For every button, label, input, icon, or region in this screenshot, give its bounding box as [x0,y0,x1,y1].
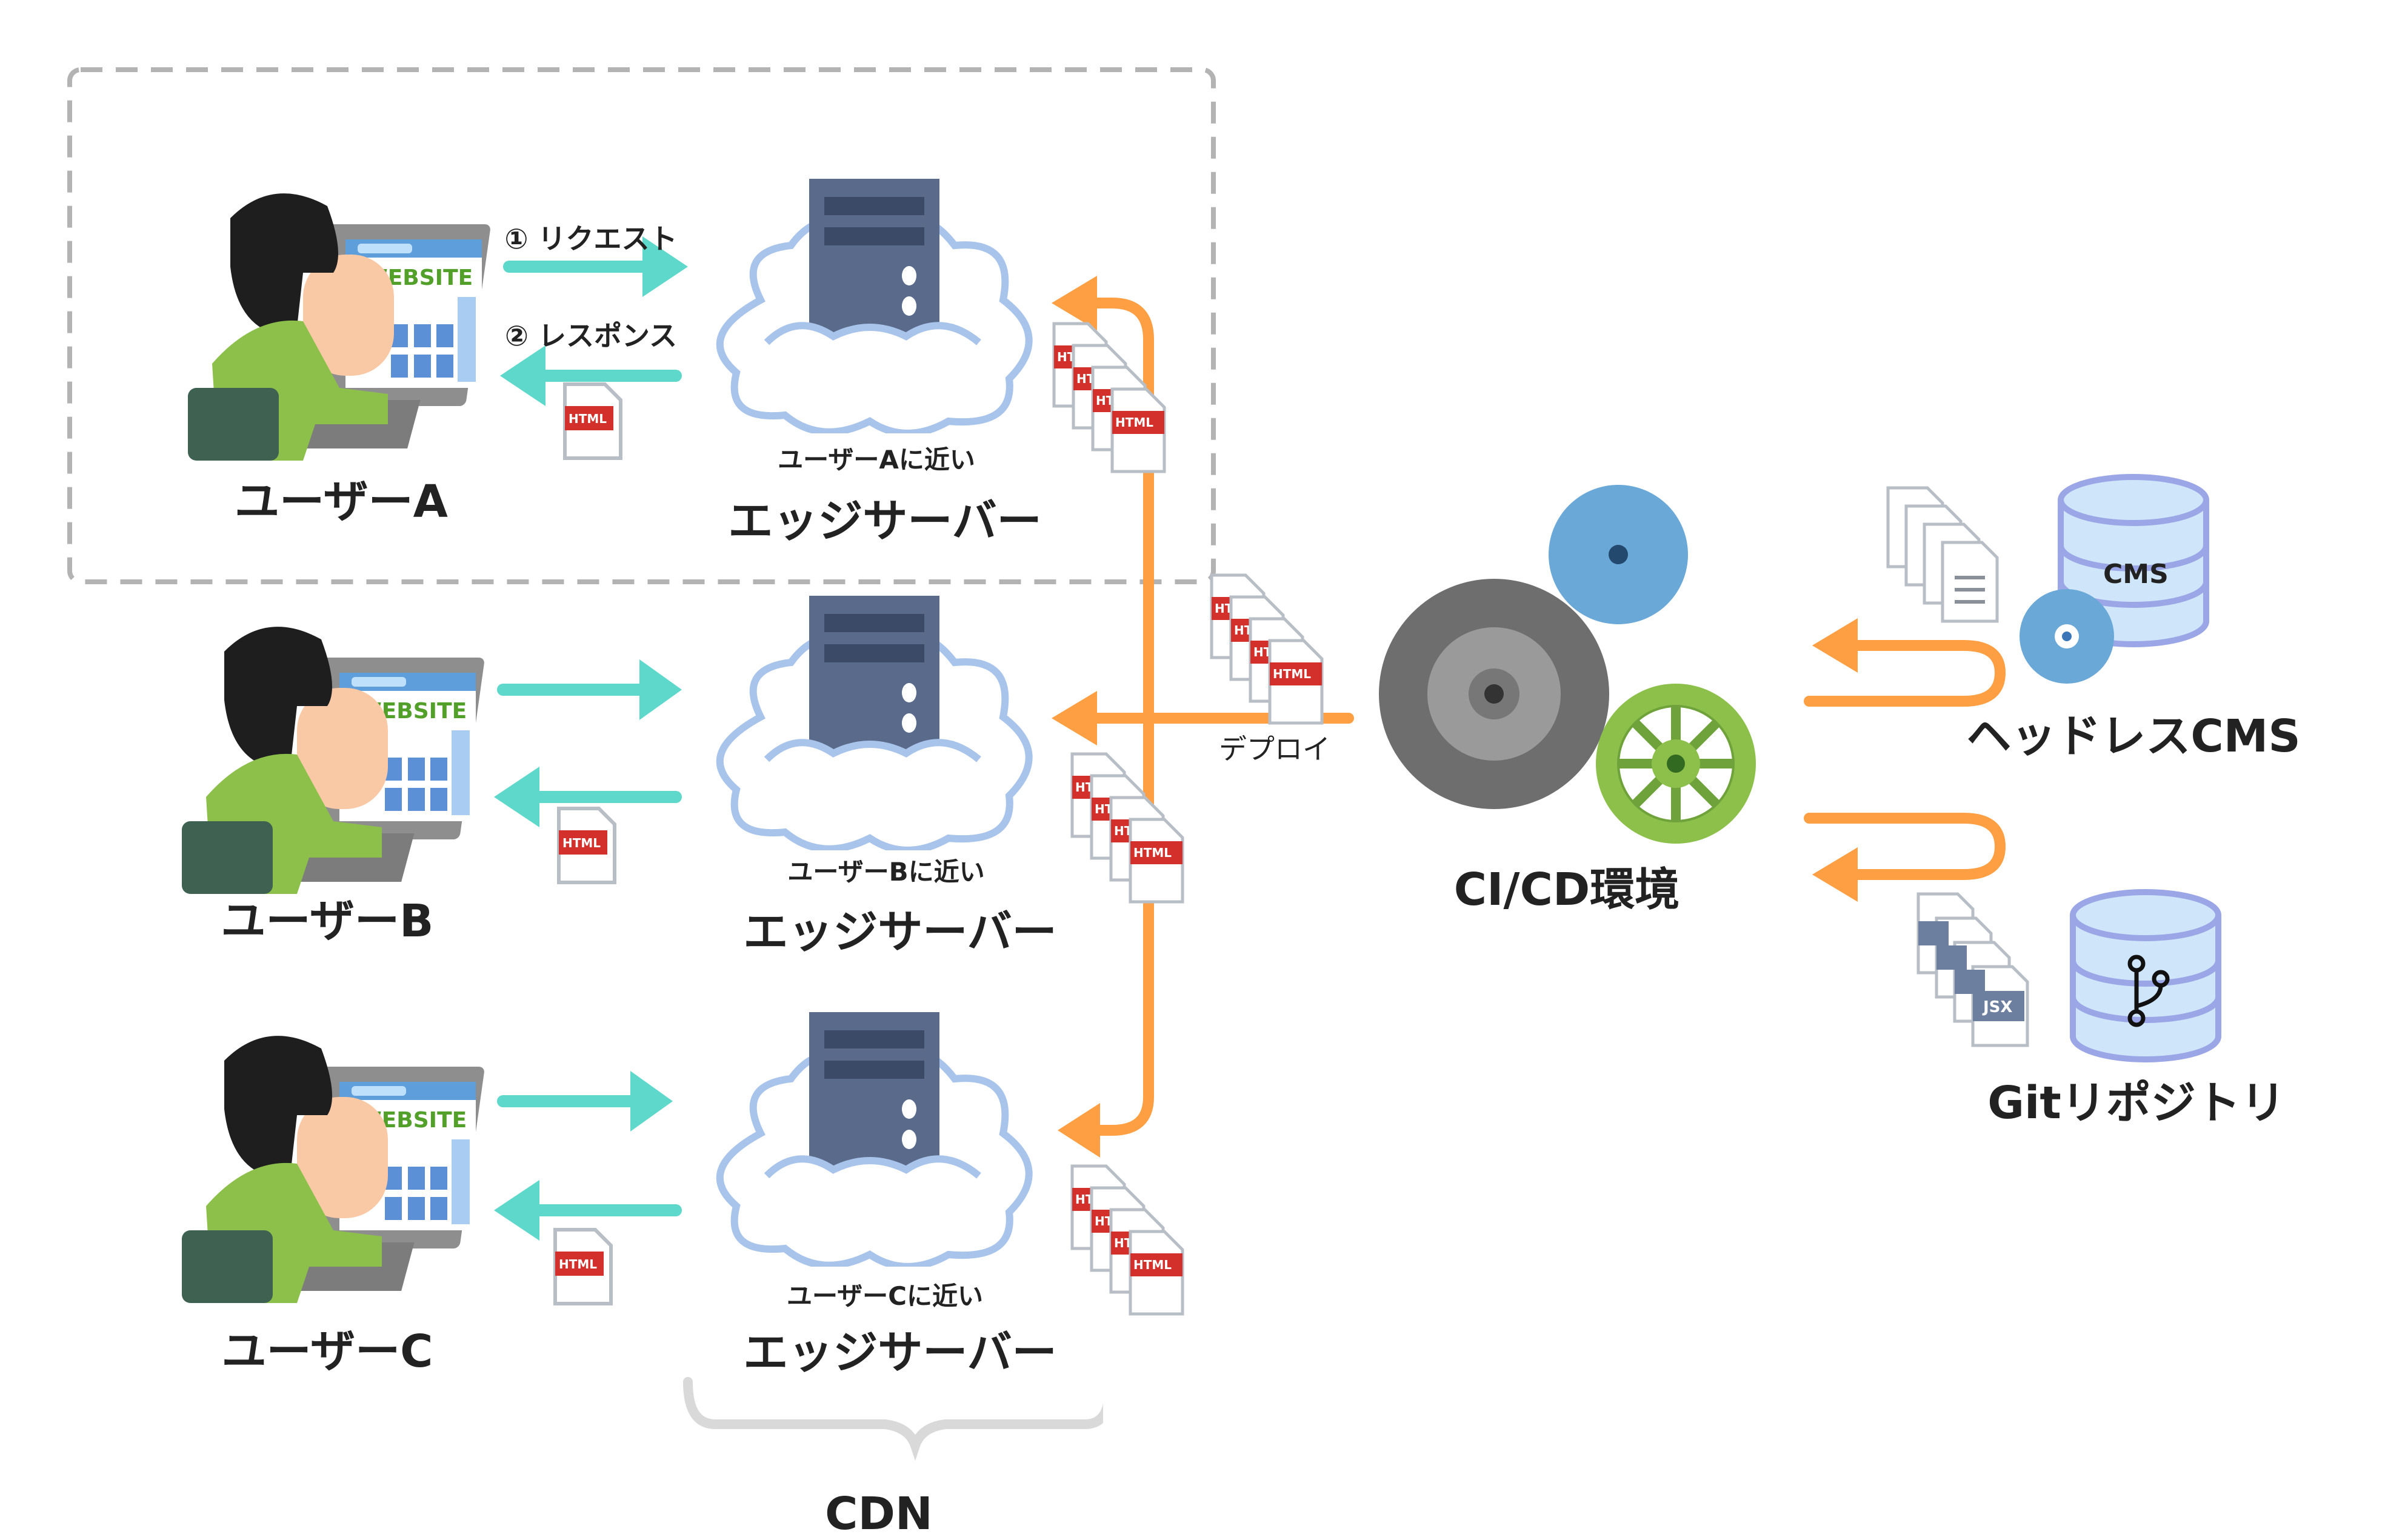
green-gear-icon [1596,684,1756,844]
html-file-icon: HTML [563,382,622,460]
response-step-label: ② レスポンス [504,319,678,352]
edge-server-a-title: エッジサーバー [728,495,1042,547]
deploy-label: デプロイ [1219,733,1330,765]
user-a: WEBSITE [182,182,497,461]
html-file-icon: HTML [1110,387,1166,473]
edge-server-c-caption: ユーザーCに近い [787,1281,983,1311]
server-cloud-icon [716,179,1033,437]
html-file-icon: HTML [557,807,616,884]
cdn-label: CDN [825,1488,933,1540]
user-a-label: ユーザーA [235,476,448,528]
html-file-icon: HTML [1129,818,1184,904]
svg-text:HTML: HTML [1133,845,1172,860]
deploy-arrowheads [1052,276,1100,1158]
headless-cms-label: ヘッドレスCMS [1966,710,2301,762]
request-step-label: ① リクエスト [504,222,678,255]
git-database-icon [2070,889,2221,1062]
svg-text:HTML: HTML [562,836,601,850]
html-file-icon: HTML [1129,1230,1184,1316]
cicd-gears [1379,485,1756,844]
edge-server-b-caption: ユーザーBに近い [787,857,985,887]
html-file-icon: HTML [553,1228,613,1305]
server-cloud-icon [716,596,1033,854]
svg-text:HTML: HTML [559,1257,597,1272]
user-c: WEBSITE [176,1024,491,1303]
cicd-label: CI/CD環境 [1453,864,1680,916]
edge-server-c [688,1012,1058,1270]
cms-database-icon: CMS [2058,474,2209,647]
user-at-laptop-icon: WEBSITE [182,627,484,894]
svg-text:CMS: CMS [2103,559,2169,590]
user-b: WEBSITE [176,615,491,894]
server-cloud-icon [716,1012,1033,1270]
edge-server-b-title: エッジサーバー [743,906,1057,958]
cms-gear-icon [2020,589,2114,684]
git-repo-label: Gitリポジトリ [1987,1077,2286,1129]
user-b-label: ユーザーB [221,895,434,947]
user-c-label: ユーザーC [221,1325,433,1378]
html-file-icon: HTML [1268,639,1324,725]
cms-doc-stack [1886,486,1999,623]
svg-text:HTML: HTML [1133,1258,1172,1272]
blue-gear-icon [1549,485,1688,624]
edge-server-b [688,596,1058,854]
edge-server-a-caption: ユーザーAに近い [778,445,975,475]
svg-text:HTML: HTML [569,412,607,426]
svg-text:JSX: JSX [1982,998,2012,1016]
git-doc-stack: JSX [1916,892,2029,1047]
edge-server-c-title: エッジサーバー [743,1327,1057,1379]
cdn-brace [683,1377,1103,1461]
user-at-laptop-icon: WEBSITE [188,193,490,461]
svg-text:HTML: HTML [1273,667,1311,681]
edge-server-a [688,179,1058,437]
gray-gear-icon [1379,579,1609,809]
user-at-laptop-icon: WEBSITE [182,1036,484,1303]
svg-text:HTML: HTML [1115,415,1153,430]
git-branch-icon [2127,955,2170,1027]
